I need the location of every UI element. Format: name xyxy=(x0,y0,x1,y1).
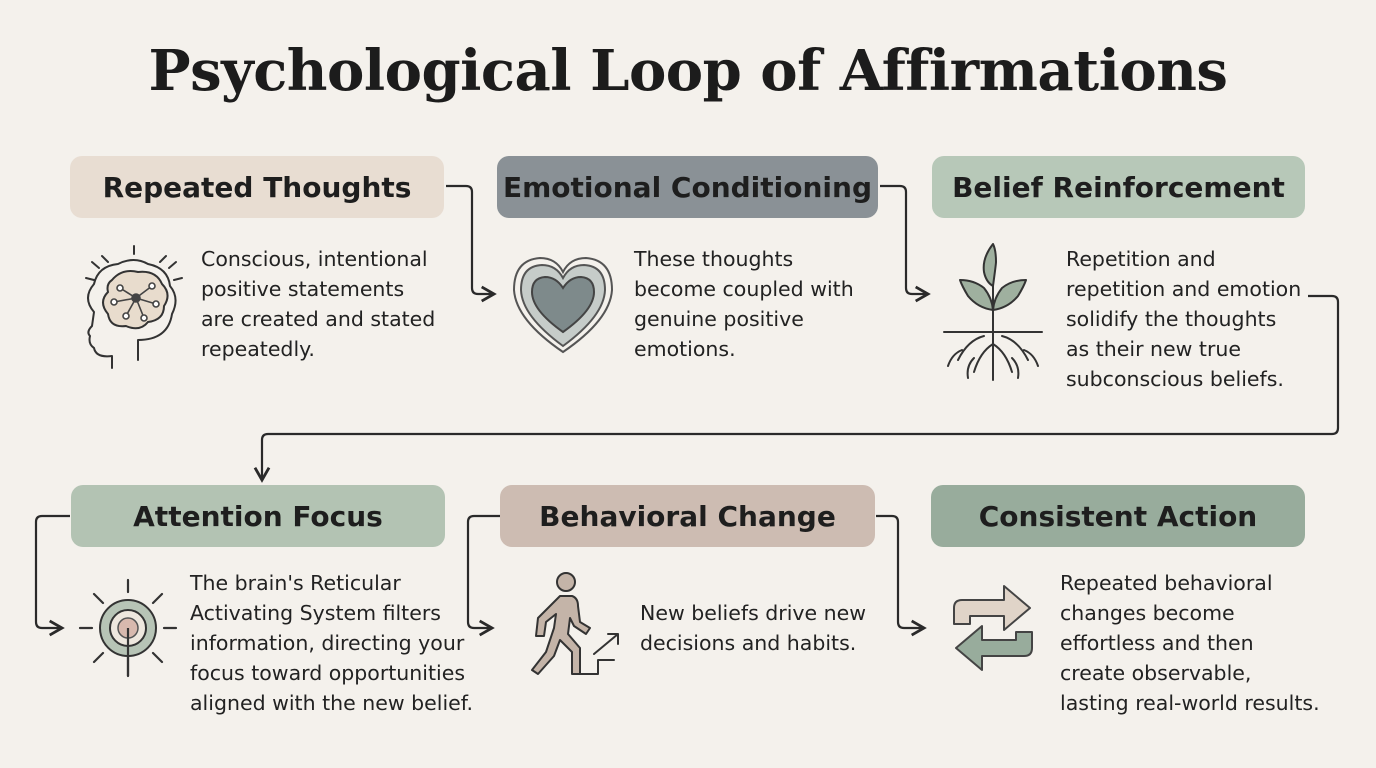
desc-line: are created and stated xyxy=(201,307,436,331)
step-desc-emotional-conditioning: These thoughts become coupled with genui… xyxy=(634,244,854,364)
desc-line: These thoughts xyxy=(634,247,794,271)
desc-line: positive statements xyxy=(201,277,405,301)
desc-line: New beliefs drive new xyxy=(640,601,867,625)
step-header-emotional-conditioning: Emotional Conditioning xyxy=(497,156,878,218)
arrow-into-step4 xyxy=(34,514,70,637)
desc-line: focus toward opportunities xyxy=(190,661,466,685)
desc-line: become coupled with xyxy=(634,277,854,301)
arrow-step5-to-step6 xyxy=(876,514,927,637)
arrow-step3-to-step4 xyxy=(253,294,1340,483)
focus-target-icon xyxy=(78,578,178,678)
arrow-step4-to-step5 xyxy=(466,514,500,637)
desc-line: aligned with the new belief. xyxy=(190,691,474,715)
desc-line: effortless and then xyxy=(1060,631,1254,655)
desc-line: solidify the thoughts xyxy=(1066,307,1277,331)
desc-line: information, directing your xyxy=(190,631,465,655)
desc-line: as their new true xyxy=(1066,337,1242,361)
desc-line: Conscious, intentional xyxy=(201,247,428,271)
arrow-step1-to-step2 xyxy=(446,184,497,303)
step-desc-consistent-action: Repeated behavioral changes become effor… xyxy=(1060,568,1320,718)
desc-line: repetition and emotion xyxy=(1066,277,1302,301)
step-desc-repeated-thoughts: Conscious, intentional positive statemen… xyxy=(201,244,435,364)
step-desc-belief-reinforcement: Repetition and repetition and emotion so… xyxy=(1066,244,1301,394)
step-desc-attention-focus: The brain's Reticular Activating System … xyxy=(190,568,473,718)
desc-line: changes become xyxy=(1060,601,1235,625)
arrow-step2-to-step3 xyxy=(880,184,931,303)
desc-line: genuine positive xyxy=(634,307,804,331)
brain-head-icon xyxy=(85,245,183,369)
page-title: Psychological Loop of Affirmations xyxy=(148,38,1228,104)
desc-line: Activating System filters xyxy=(190,601,441,625)
heart-icon xyxy=(512,256,614,354)
desc-line: Repeated behavioral xyxy=(1060,571,1273,595)
desc-line: repeatedly. xyxy=(201,337,315,361)
step-header-behavioral-change: Behavioral Change xyxy=(500,485,875,547)
step-header-consistent-action: Consistent Action xyxy=(931,485,1305,547)
desc-line: Repetition and xyxy=(1066,247,1216,271)
desc-line: create observable, xyxy=(1060,661,1252,685)
desc-line: lasting real-world results. xyxy=(1060,691,1320,715)
desc-line: decisions and habits. xyxy=(640,631,857,655)
step-header-attention-focus: Attention Focus xyxy=(71,485,445,547)
sprout-roots-icon xyxy=(943,243,1043,381)
desc-line: subconscious beliefs. xyxy=(1066,367,1284,391)
step-header-belief-reinforcement: Belief Reinforcement xyxy=(932,156,1305,218)
cycle-arrows-icon xyxy=(953,585,1033,671)
desc-line: emotions. xyxy=(634,337,736,361)
step-desc-behavioral-change: New beliefs drive new decisions and habi… xyxy=(640,598,866,658)
desc-line: The brain's Reticular xyxy=(190,571,401,595)
step-header-repeated-thoughts: Repeated Thoughts xyxy=(70,156,444,218)
walking-person-icon xyxy=(531,572,619,675)
